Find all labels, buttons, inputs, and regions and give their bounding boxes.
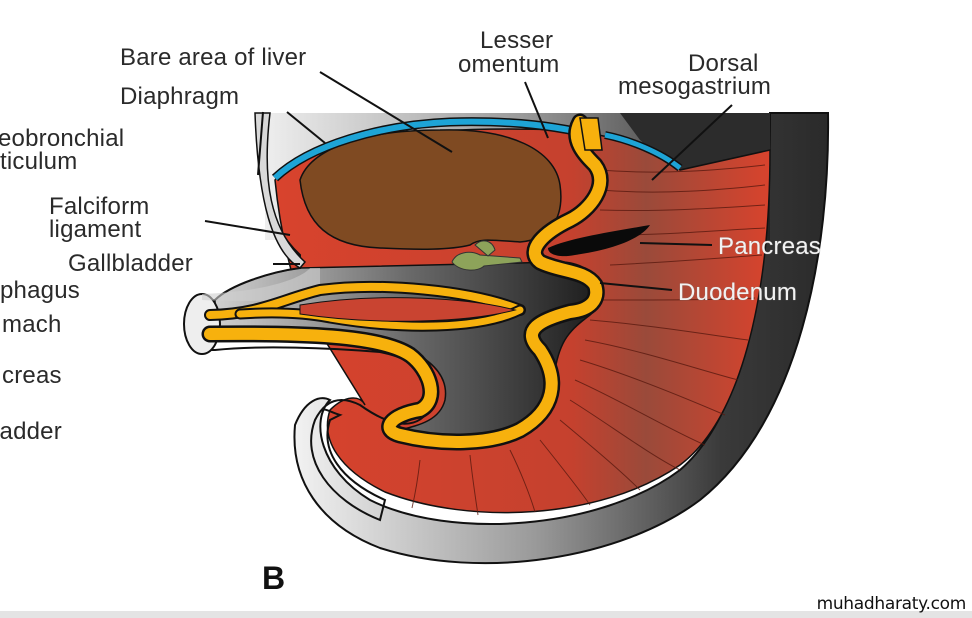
label-pancreas: Pancreas [718, 233, 821, 260]
bottom-bar [0, 611, 972, 618]
label-falciform-line1: Falciform [49, 193, 150, 220]
label-bare-area-of-liver: Bare area of liver [120, 44, 307, 71]
label-diaphragm: Diaphragm [120, 83, 240, 110]
label-dorsal-mesogastrium-line1: Dorsal [688, 50, 759, 77]
stomach-inner-mesentery [299, 297, 517, 322]
body-wall [293, 112, 830, 565]
label-tracheobronchial-line2: ticulum [0, 148, 78, 175]
label-dorsal-mesogastrium-line2: mesogastrium [618, 73, 772, 100]
figure-letter: B [262, 560, 286, 596]
label-duodenum: Duodenum [678, 279, 798, 306]
label-lesser-omentum-line1: Lesser [480, 27, 554, 54]
label-tracheobronchial-line1: eobronchial [0, 125, 125, 152]
anterior-wall-fill [254, 112, 307, 269]
label-lesser-omentum-line2: omentum [458, 51, 560, 78]
gut-tube [201, 113, 609, 451]
leader-lines [204, 71, 733, 291]
foregut-opening [183, 293, 221, 355]
liver [299, 129, 562, 250]
pancreas [548, 225, 650, 257]
mesentery-fibers [411, 164, 766, 516]
label-pancreas-left: creas [2, 362, 62, 389]
label-gallbladder: Gallbladder [68, 250, 193, 277]
label-gallbladder-left: ladder [0, 418, 62, 445]
label-esophagus: phagus [0, 277, 80, 304]
label-stomach: mach [2, 311, 62, 338]
gallbladder [451, 251, 523, 271]
stomach-bulge [579, 117, 603, 151]
watermark: muhadharaty.com [816, 594, 967, 614]
label-falciform-line2: ligament [49, 216, 142, 243]
